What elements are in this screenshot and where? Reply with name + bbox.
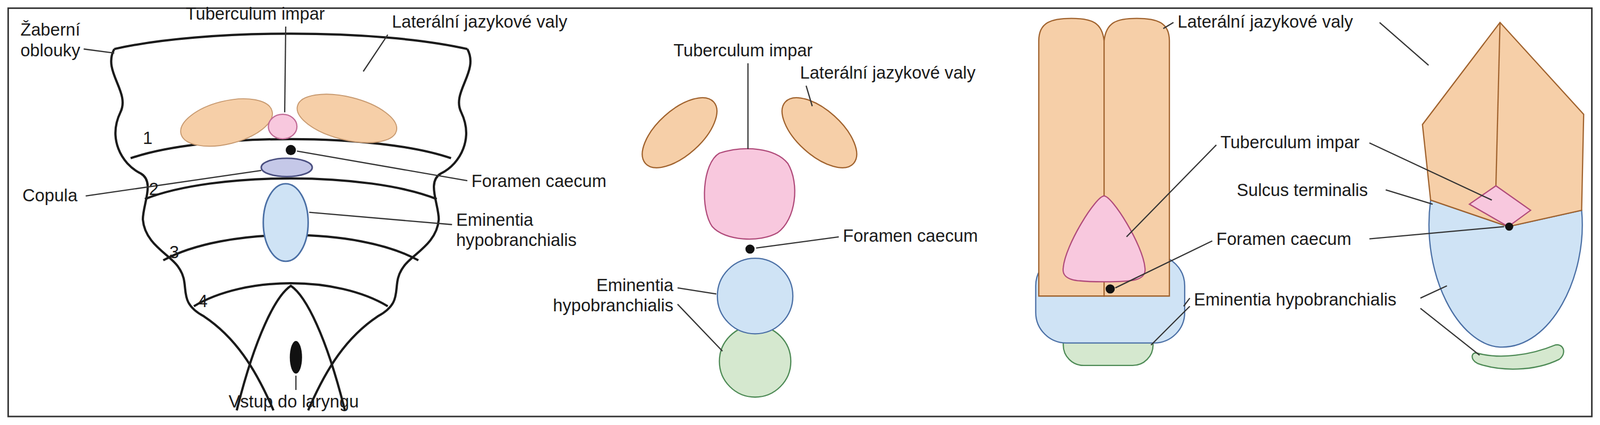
part-label: Laterální jazykové valy	[391, 12, 568, 33]
illustration-part	[83, 48, 115, 54]
illustration-part	[1379, 22, 1429, 66]
illustration-part	[1369, 142, 1493, 201]
illustration-part	[1151, 305, 1191, 345]
illustration-part	[130, 139, 451, 159]
part-label: Eminentia hypobranchialis	[456, 210, 600, 252]
illustration-part	[745, 244, 755, 254]
illustration-part	[309, 212, 452, 225]
illustration-part	[285, 144, 296, 156]
illustration-part	[747, 63, 749, 149]
illustration-part	[1504, 222, 1513, 231]
illustration-part	[1369, 226, 1505, 239]
illustration-part	[704, 148, 795, 239]
illustration-part	[7, 7, 1592, 417]
illustration-part	[292, 85, 402, 152]
illustration-part	[236, 285, 346, 410]
illustration-part	[1469, 185, 1531, 227]
illustration-part	[289, 340, 303, 374]
illustration-part	[717, 258, 793, 334]
callout-number: 1	[142, 128, 153, 149]
callout-number: 3	[169, 242, 179, 263]
part-label: Foramen caecum	[1216, 229, 1351, 250]
illustration-part	[806, 85, 813, 106]
illustration-part	[677, 287, 717, 295]
part-label: Foramen caecum	[471, 171, 607, 192]
callout-number: 2	[149, 179, 159, 200]
illustration-part	[1163, 22, 1174, 29]
illustration-part	[1126, 144, 1217, 237]
illustration-part	[756, 236, 840, 248]
part-label: Copula	[22, 185, 78, 207]
illustration-part	[1420, 307, 1480, 355]
illustration-part	[1115, 240, 1213, 288]
illustration-part	[1422, 22, 1585, 227]
illustration-part	[1183, 297, 1191, 306]
illustration-part	[110, 33, 471, 410]
part-label: Foramen caecum	[842, 226, 978, 247]
illustration-part	[268, 114, 297, 139]
part-label: Tuberculum impar	[1220, 132, 1360, 153]
part-label: Žaberní oblouky	[20, 20, 94, 62]
illustration-part	[1472, 344, 1564, 370]
illustration-part	[1385, 189, 1433, 204]
illustration-part	[175, 90, 278, 155]
part-label: Vstup do laryngu	[228, 391, 359, 413]
illustration-part	[263, 183, 309, 262]
part-label: Sulcus terminalis	[1236, 180, 1368, 201]
part-label: Tuberculum impar	[673, 40, 813, 62]
illustration-part	[83, 22, 1505, 390]
illustration-part	[719, 325, 792, 398]
illustration-part	[114, 33, 468, 49]
part-label: Laterální jazykové valy	[1177, 12, 1353, 33]
callout-number: 4	[198, 292, 208, 313]
illustration-part	[1105, 284, 1115, 294]
illustration-part	[1495, 22, 1501, 186]
illustration-part	[677, 304, 723, 352]
part-label: Tuberculum impar	[185, 4, 325, 25]
part-label: Eminentia hypobranchialis	[551, 275, 674, 317]
illustration-part	[284, 26, 286, 113]
illustration-part	[261, 158, 313, 177]
illustration-part	[1420, 285, 1448, 298]
part-label: Eminentia hypobranchialis	[1193, 289, 1397, 311]
illustration-part	[295, 375, 297, 390]
illustration-part	[85, 170, 262, 196]
illustration-part	[296, 150, 468, 181]
part-label: Laterální jazykové valy	[800, 63, 976, 84]
illustration-part	[363, 34, 388, 72]
illustration-part	[1063, 195, 1145, 282]
